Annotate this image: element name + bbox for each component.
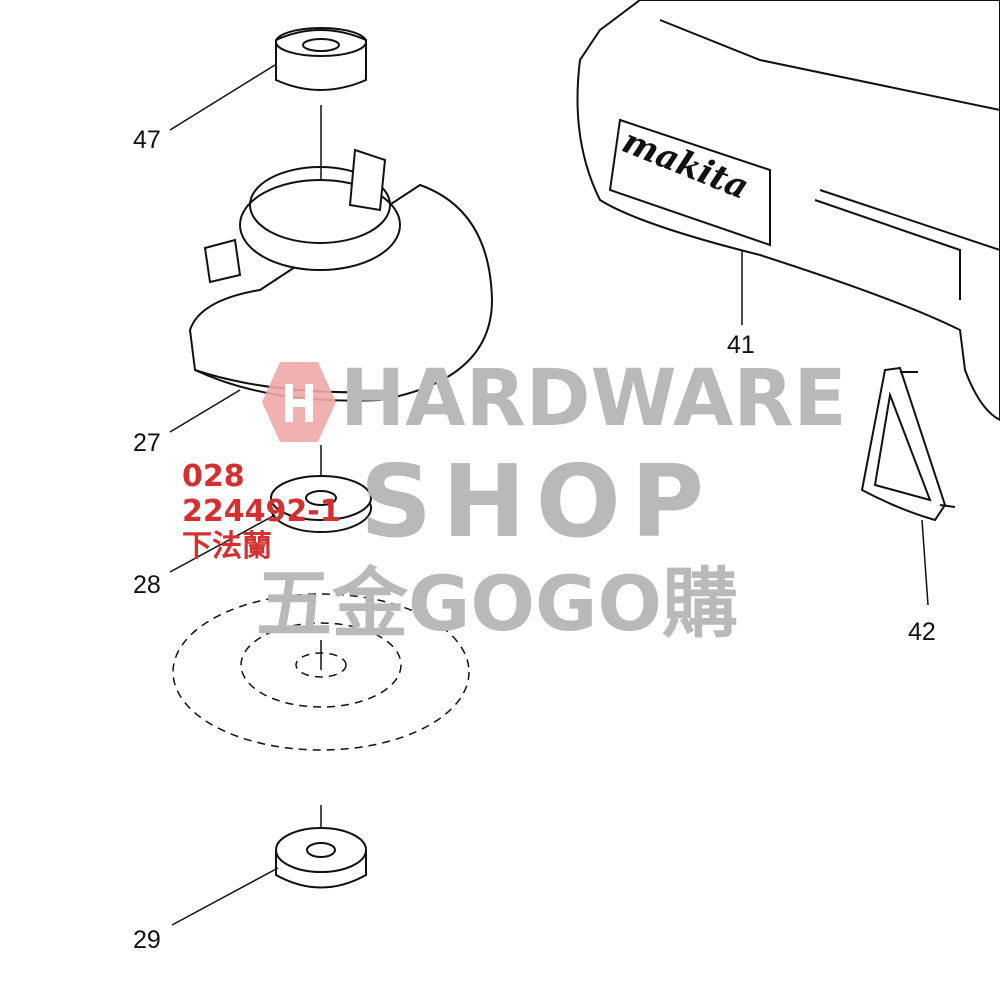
part-28-drawing — [270, 445, 372, 533]
part-27-drawing — [188, 148, 494, 402]
watermark-line-2: SHOP — [360, 443, 715, 560]
part-29-drawing — [275, 805, 367, 889]
watermark-line-1: HARDWARE — [340, 354, 847, 444]
watermark-logo-icon — [262, 362, 336, 442]
part-code: 224492-1 — [182, 494, 341, 529]
ref-number: 028 — [182, 459, 245, 494]
watermark-line-3: 五金GOGO購 — [256, 559, 738, 648]
part-number-label: 29 — [133, 926, 161, 954]
part-number-label: 47 — [133, 126, 161, 154]
part-number-label: 41 — [727, 331, 755, 359]
part-name: 下法蘭 — [182, 529, 272, 564]
part-42-drawing — [860, 366, 956, 606]
part-number-label: 42 — [908, 618, 936, 646]
part-number-label: 28 — [133, 571, 161, 599]
part-number-label: 27 — [133, 429, 161, 457]
part-47-drawing — [275, 27, 367, 230]
part-41-drawing: makita — [576, 0, 1000, 422]
